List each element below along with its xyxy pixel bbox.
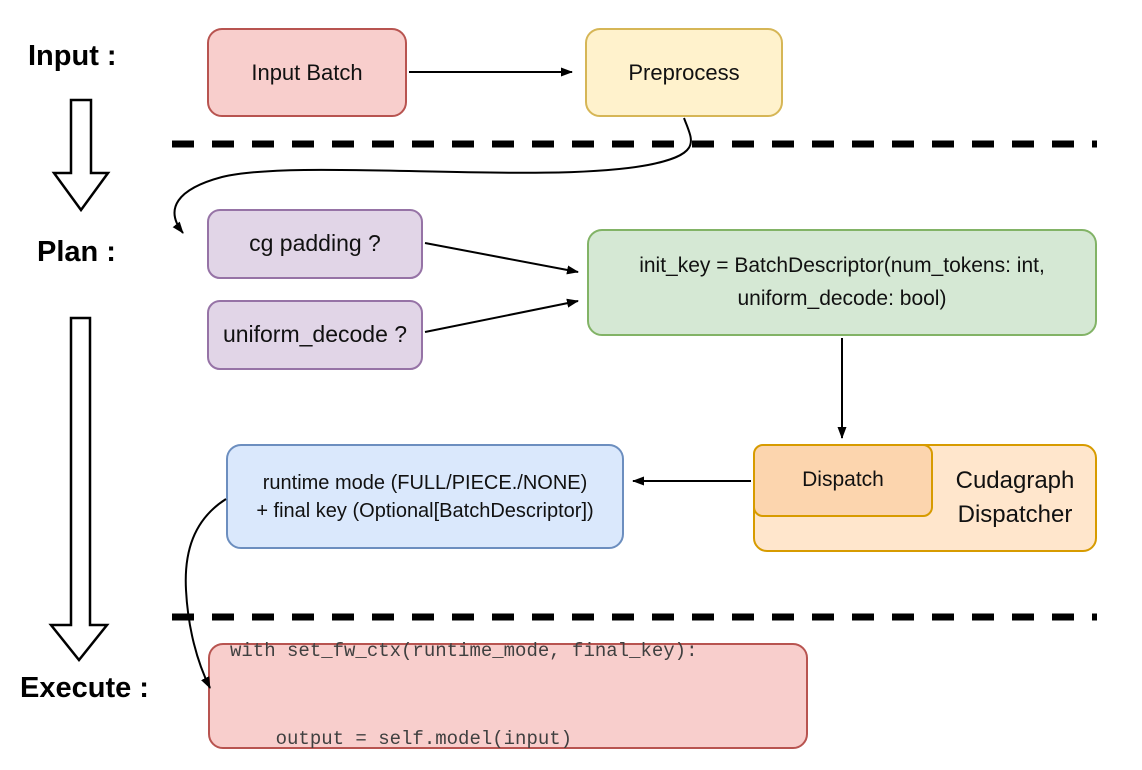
node-dispatch: Dispatch	[753, 444, 933, 517]
node-preprocess: Preprocess	[585, 28, 783, 117]
hollow-down-arrow-plan	[48, 316, 110, 663]
execute-code-text: with set_fw_ctx(runtime_mode, final_key)…	[230, 578, 697, 770]
section-label-execute: Execute :	[20, 672, 149, 704]
execute-code-line1: with set_fw_ctx(runtime_mode, final_key)…	[230, 640, 698, 663]
runtime-line2: + final key (Optional[BatchDescriptor])	[256, 499, 594, 522]
node-uniform-decode: uniform_decode ?	[207, 300, 423, 370]
init-key-line2: uniform_decode: bool)	[737, 286, 947, 310]
arrow-uniformdecode-to-initkey	[424, 298, 579, 333]
node-init-key: init_key = BatchDescriptor(num_tokens: i…	[587, 229, 1097, 336]
section-label-plan: Plan :	[37, 236, 116, 268]
arrow-cgpadding-to-initkey	[424, 242, 579, 275]
cudagraph-dispatcher-label: Cudagraph Dispatcher	[955, 467, 1075, 528]
node-runtime-mode: runtime mode (FULL/PIECE./NONE) + final …	[226, 444, 624, 549]
init-key-text: init_key = BatchDescriptor(num_tokens: i…	[639, 250, 1045, 315]
execute-code-line2: output = self.model(input)	[230, 728, 573, 751]
node-cg-padding: cg padding ?	[207, 209, 423, 279]
runtime-text: runtime mode (FULL/PIECE./NONE) + final …	[256, 469, 593, 525]
init-key-line1: init_key = BatchDescriptor(num_tokens: i…	[639, 253, 1045, 277]
node-input-batch: Input Batch	[207, 28, 407, 117]
runtime-line1: runtime mode (FULL/PIECE./NONE)	[262, 471, 588, 494]
section-label-input: Input :	[28, 40, 117, 72]
hollow-down-arrow-input	[51, 98, 111, 213]
node-execute-code: with set_fw_ctx(runtime_mode, final_key)…	[208, 640, 808, 750]
